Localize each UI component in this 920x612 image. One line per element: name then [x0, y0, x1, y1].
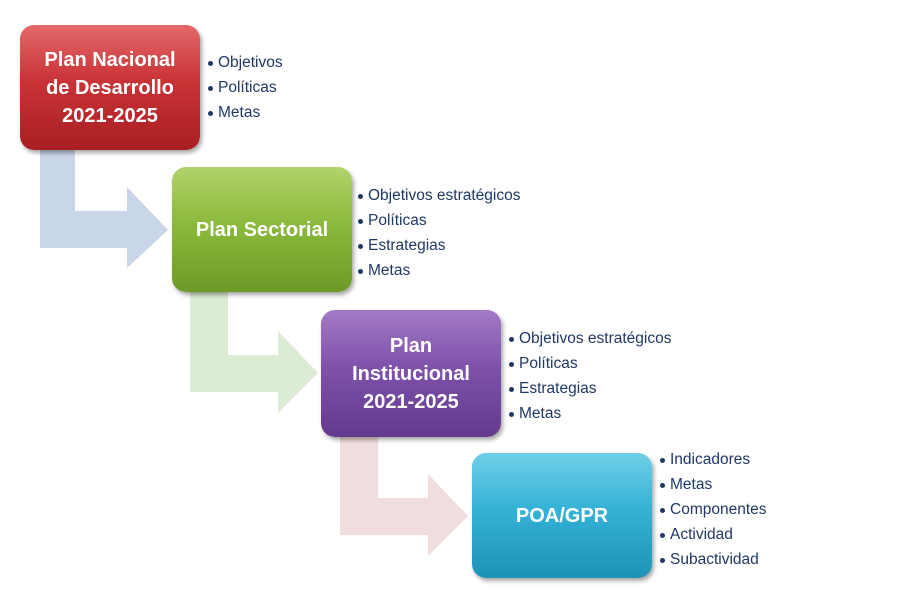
arrow-sectorial-to-institucional — [190, 292, 318, 413]
list-item: Componentes — [660, 497, 767, 522]
plan-nacional-box: Plan Nacional de Desarrollo 2021-2025 — [20, 25, 200, 150]
plan-sectorial-bullets: Objetivos estratégicos Políticas Estrate… — [358, 183, 521, 283]
plan-institucional-title-line-2: Institucional — [352, 362, 470, 385]
arrow-institucional-to-poa — [340, 437, 468, 556]
list-item: Metas — [660, 472, 767, 497]
plan-nacional-bullets: Objetivos Políticas Metas — [208, 50, 283, 125]
list-item: Metas — [358, 258, 521, 283]
plan-sectorial-box: Plan Sectorial — [172, 167, 352, 292]
plan-nacional-title-line-1: Plan Nacional — [44, 48, 176, 71]
plan-institucional-title-line-3: 2021-2025 — [363, 390, 459, 413]
plan-institucional-box: Plan Institucional 2021-2025 — [321, 310, 501, 437]
list-item: Objetivos estratégicos — [509, 326, 672, 351]
poa-gpr-bullets: Indicadores Metas Componentes Actividad … — [660, 447, 767, 572]
list-item: Estrategias — [358, 233, 521, 258]
arrow-plan-nacional-to-sectorial — [40, 150, 168, 268]
poa-gpr-box: POA/GPR — [472, 453, 652, 578]
list-item: Metas — [509, 401, 672, 426]
list-item: Objetivos estratégicos — [358, 183, 521, 208]
list-item: Indicadores — [660, 447, 767, 472]
plan-institucional-bullets: Objetivos estratégicos Políticas Estrate… — [509, 326, 672, 426]
plan-sectorial-title: Plan Sectorial — [195, 218, 329, 241]
list-item: Políticas — [358, 208, 521, 233]
list-item: Políticas — [208, 75, 283, 100]
poa-gpr-title: POA/GPR — [515, 504, 609, 527]
list-item: Políticas — [509, 351, 672, 376]
plan-institucional-title-line-1: Plan — [389, 334, 433, 357]
list-item: Metas — [208, 100, 283, 125]
list-item: Estrategias — [509, 376, 672, 401]
list-item: Subactividad — [660, 547, 767, 572]
list-item: Objetivos — [208, 50, 283, 75]
plan-nacional-title-line-2: de Desarrollo — [46, 76, 174, 99]
plan-nacional-title-line-3: 2021-2025 — [62, 104, 158, 127]
list-item: Actividad — [660, 522, 767, 547]
